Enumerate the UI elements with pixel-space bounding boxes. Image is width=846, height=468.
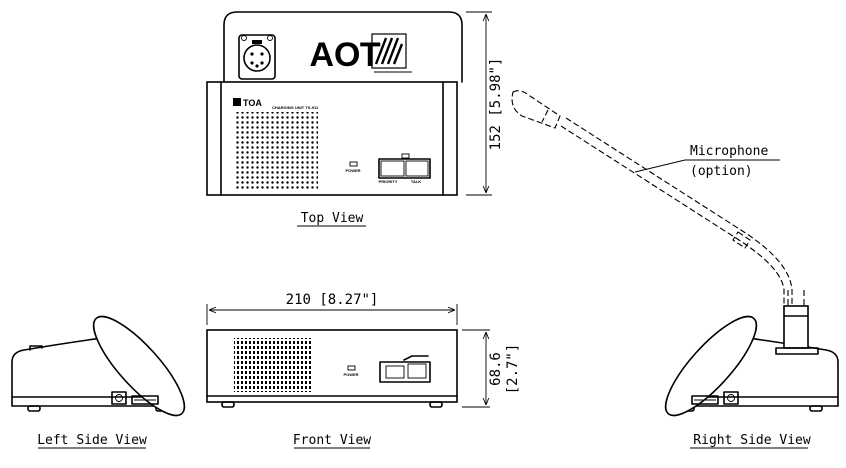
top-priority-label: PRIORITY [379, 179, 398, 184]
width-dimension: 210 [8.27"] [286, 292, 379, 308]
top-power-label: POWER [345, 168, 360, 173]
microphone: Microphone (option) [511, 90, 793, 305]
front-view-label: Front View [293, 433, 371, 448]
toa-logo-icon [233, 98, 241, 106]
depth-dimension: 152 [5.98"] [488, 58, 504, 151]
mic-socket [775, 290, 819, 355]
speaker-grille [234, 112, 318, 190]
top-model-text: CHARGING UNIT TS-911 [272, 105, 319, 110]
height-dimension-in: [2.7"] [505, 344, 521, 395]
top-talk-label: TALK [411, 179, 421, 184]
right-side-view-label: Right Side View [693, 433, 811, 448]
left-side-view: Left Side View [11, 315, 186, 449]
front-power-label: POWER [343, 372, 358, 377]
top-view: TOA TOA CHARGING UNIT TS-911 POWER PRIOR… [206, 11, 504, 227]
height-dimension-mm: 68.6 [488, 352, 504, 386]
left-side-view-label: Left Side View [37, 433, 147, 448]
xlr-connector-icon [238, 34, 276, 80]
microphone-label: Microphone [690, 144, 768, 159]
front-view: 210 [8.27"] POWER 68.6 [2.7"] Front View [206, 292, 521, 449]
mirrored-toa-logo: TOA [309, 33, 412, 74]
top-view-label: Top View [301, 211, 364, 226]
power-led-icon [349, 161, 358, 167]
right-side-view: Right Side View [664, 290, 839, 449]
top-brand: TOA [243, 98, 262, 108]
svg-text:TOA: TOA [309, 36, 380, 74]
front-grille [234, 338, 312, 392]
microphone-option-label: (option) [690, 164, 753, 179]
microphone-head [511, 90, 561, 129]
top-buttons: PRIORITY TALK [378, 153, 431, 184]
top-view-plate [223, 11, 463, 83]
